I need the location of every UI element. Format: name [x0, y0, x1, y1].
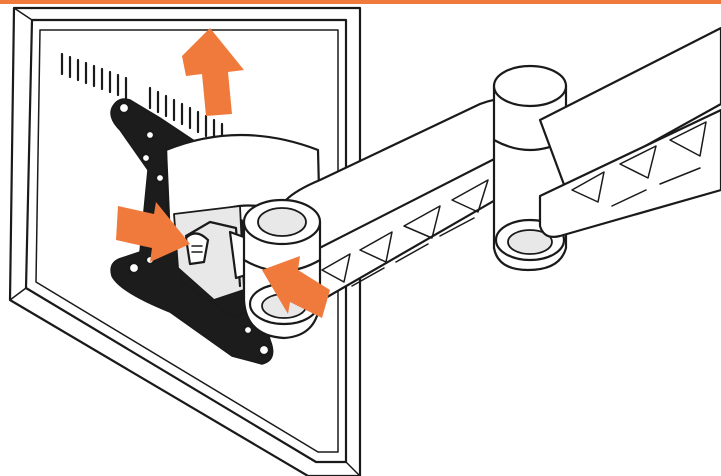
lift-up-arrow	[182, 28, 244, 116]
tilt-bracket	[164, 133, 322, 319]
arrow-up-icon	[182, 28, 244, 116]
arm-segment-2	[538, 26, 721, 238]
push-left-arrow	[262, 256, 330, 318]
arrow-right-icon	[116, 202, 190, 262]
arrow-left-icon	[262, 256, 330, 318]
push-right-arrow	[116, 202, 190, 262]
elbow-pivot-cylinder	[492, 64, 568, 272]
top-accent-bar	[0, 0, 721, 4]
monitor-vent-slots	[60, 52, 224, 146]
